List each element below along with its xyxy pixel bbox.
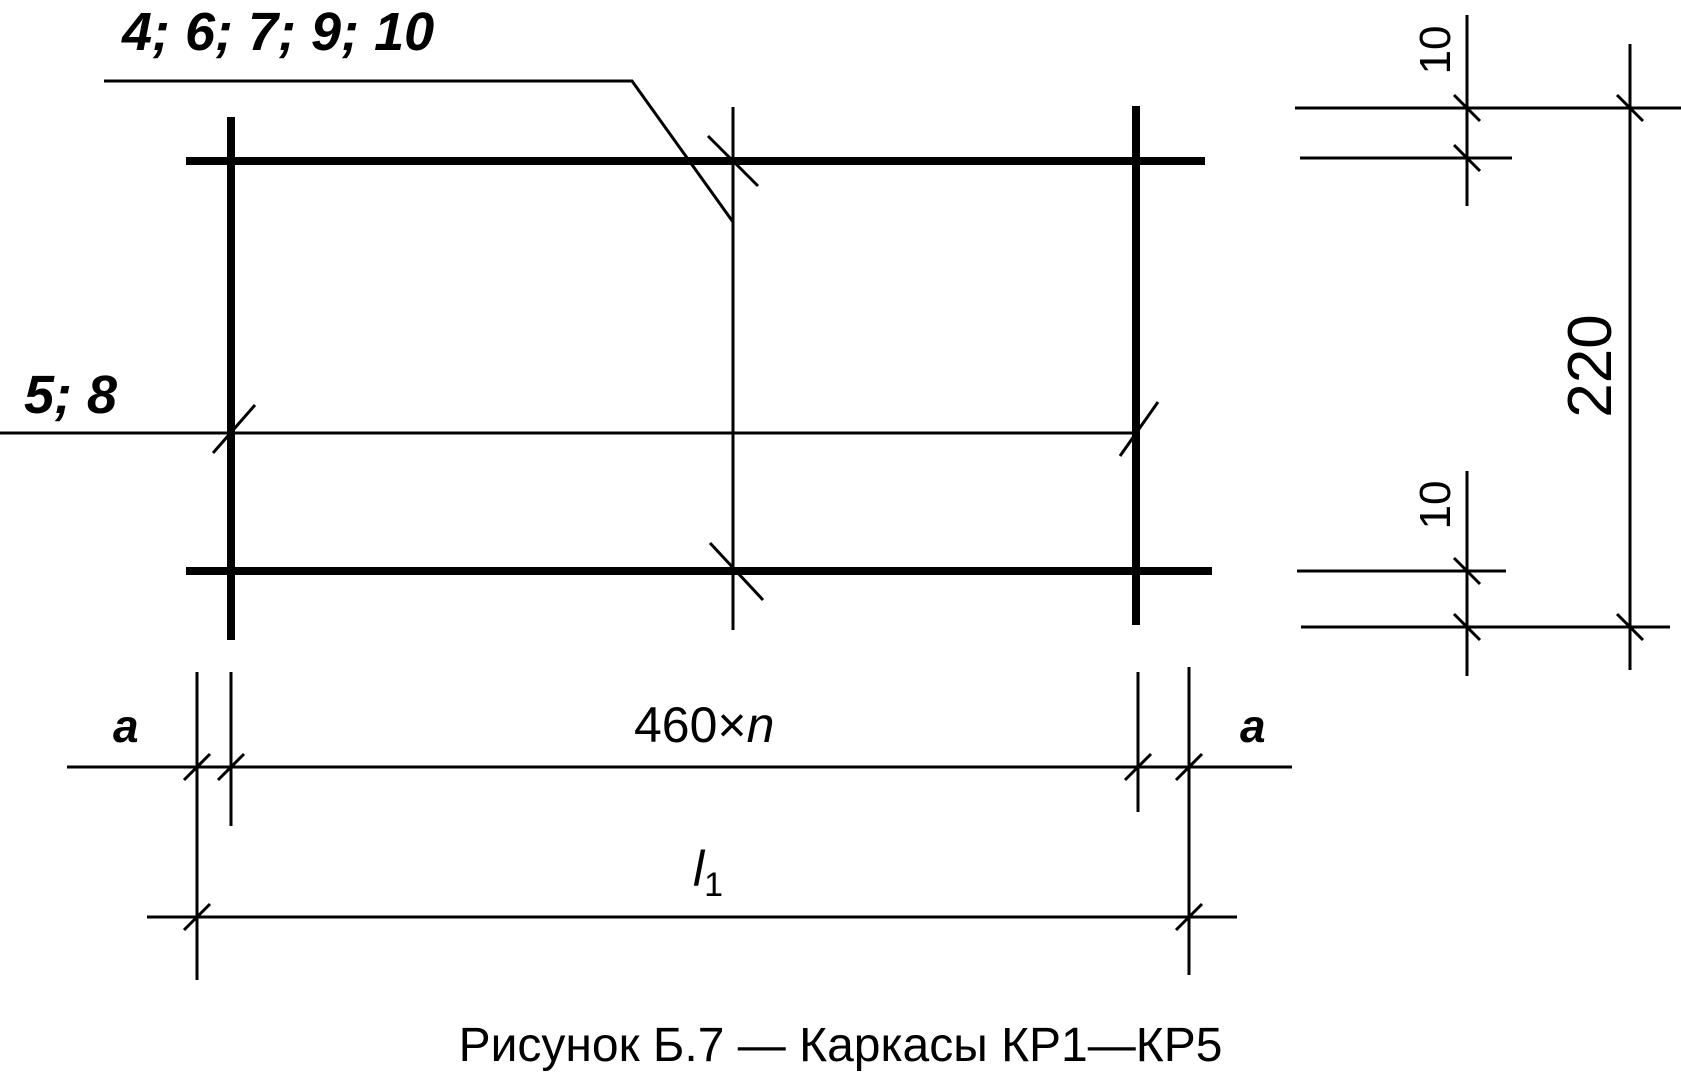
dim-tick-r2 <box>1452 143 1482 173</box>
total-length-symbol: l <box>693 841 706 897</box>
dim-tick-r6 <box>1615 612 1645 642</box>
dim-tick-total-left <box>182 902 212 932</box>
end-offset-left-label: a <box>113 700 139 752</box>
total-length-label: l1 <box>693 841 723 904</box>
side-positions-label: 5; 8 <box>24 365 117 425</box>
dim-tick-r3 <box>1452 556 1482 586</box>
dim-tick-total-right <box>1174 902 1204 932</box>
height-label: 220 <box>1556 314 1625 417</box>
dim-tick-4 <box>1174 752 1204 782</box>
dim-tick-1 <box>182 752 212 782</box>
figure-caption: Рисунок Б.7 — Каркасы КР1—КР5 <box>458 1019 1223 1072</box>
top-cover-label: 10 <box>1411 26 1460 75</box>
end-offset-right-label: a <box>1240 700 1266 752</box>
bar-spacing-label: 460×n <box>634 697 774 753</box>
weld-tick-top-middle <box>706 134 760 188</box>
weld-tick-bottom-middle <box>708 541 765 602</box>
bar-spacing-variable: n <box>747 697 775 753</box>
dim-tick-3 <box>1123 752 1153 782</box>
top-callout-leader <box>104 79 735 223</box>
weld-tick-right-middle <box>1118 401 1160 457</box>
dim-tick-r1 <box>1452 93 1482 123</box>
dim-tick-2 <box>216 752 246 782</box>
total-length-subscript: 1 <box>704 866 723 904</box>
weld-tick-left-middle <box>211 404 257 454</box>
bottom-cover-label: 10 <box>1411 481 1460 530</box>
bar-spacing-text: 460× <box>634 697 747 753</box>
top-positions-label: 4; 6; 7; 9; 10 <box>121 2 434 62</box>
dim-tick-r5 <box>1615 93 1645 123</box>
dim-tick-r4 <box>1452 612 1482 642</box>
